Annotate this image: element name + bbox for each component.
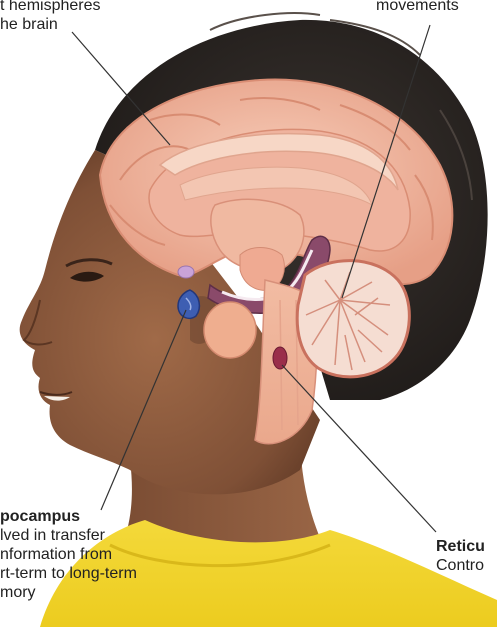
label-hemispheres-line1: t hemispheres bbox=[0, 0, 101, 15]
label-cerebellum-line1: movements bbox=[376, 0, 459, 15]
label-hippocampus-line3: rt-term to long-term bbox=[0, 564, 137, 583]
label-hippocampus: pocampus lved in transfer nformation fro… bbox=[0, 507, 137, 602]
label-cerebellum: movements bbox=[376, 0, 459, 15]
label-hippocampus-line4: mory bbox=[0, 583, 137, 602]
label-reticular-title: Reticu bbox=[436, 537, 485, 556]
label-hippocampus-title: pocampus bbox=[0, 507, 137, 526]
cerebellum bbox=[297, 261, 409, 377]
label-hippocampus-line2: nformation from bbox=[0, 545, 137, 564]
label-reticular: Reticu Contro bbox=[436, 537, 485, 575]
label-hemispheres-line2: he brain bbox=[0, 15, 101, 34]
amygdala bbox=[178, 266, 194, 278]
label-hemispheres: t hemispheres he brain bbox=[0, 0, 101, 34]
label-reticular-line1: Contro bbox=[436, 556, 485, 575]
reticular-formation bbox=[273, 347, 287, 369]
label-hippocampus-line1: lved in transfer bbox=[0, 526, 137, 545]
